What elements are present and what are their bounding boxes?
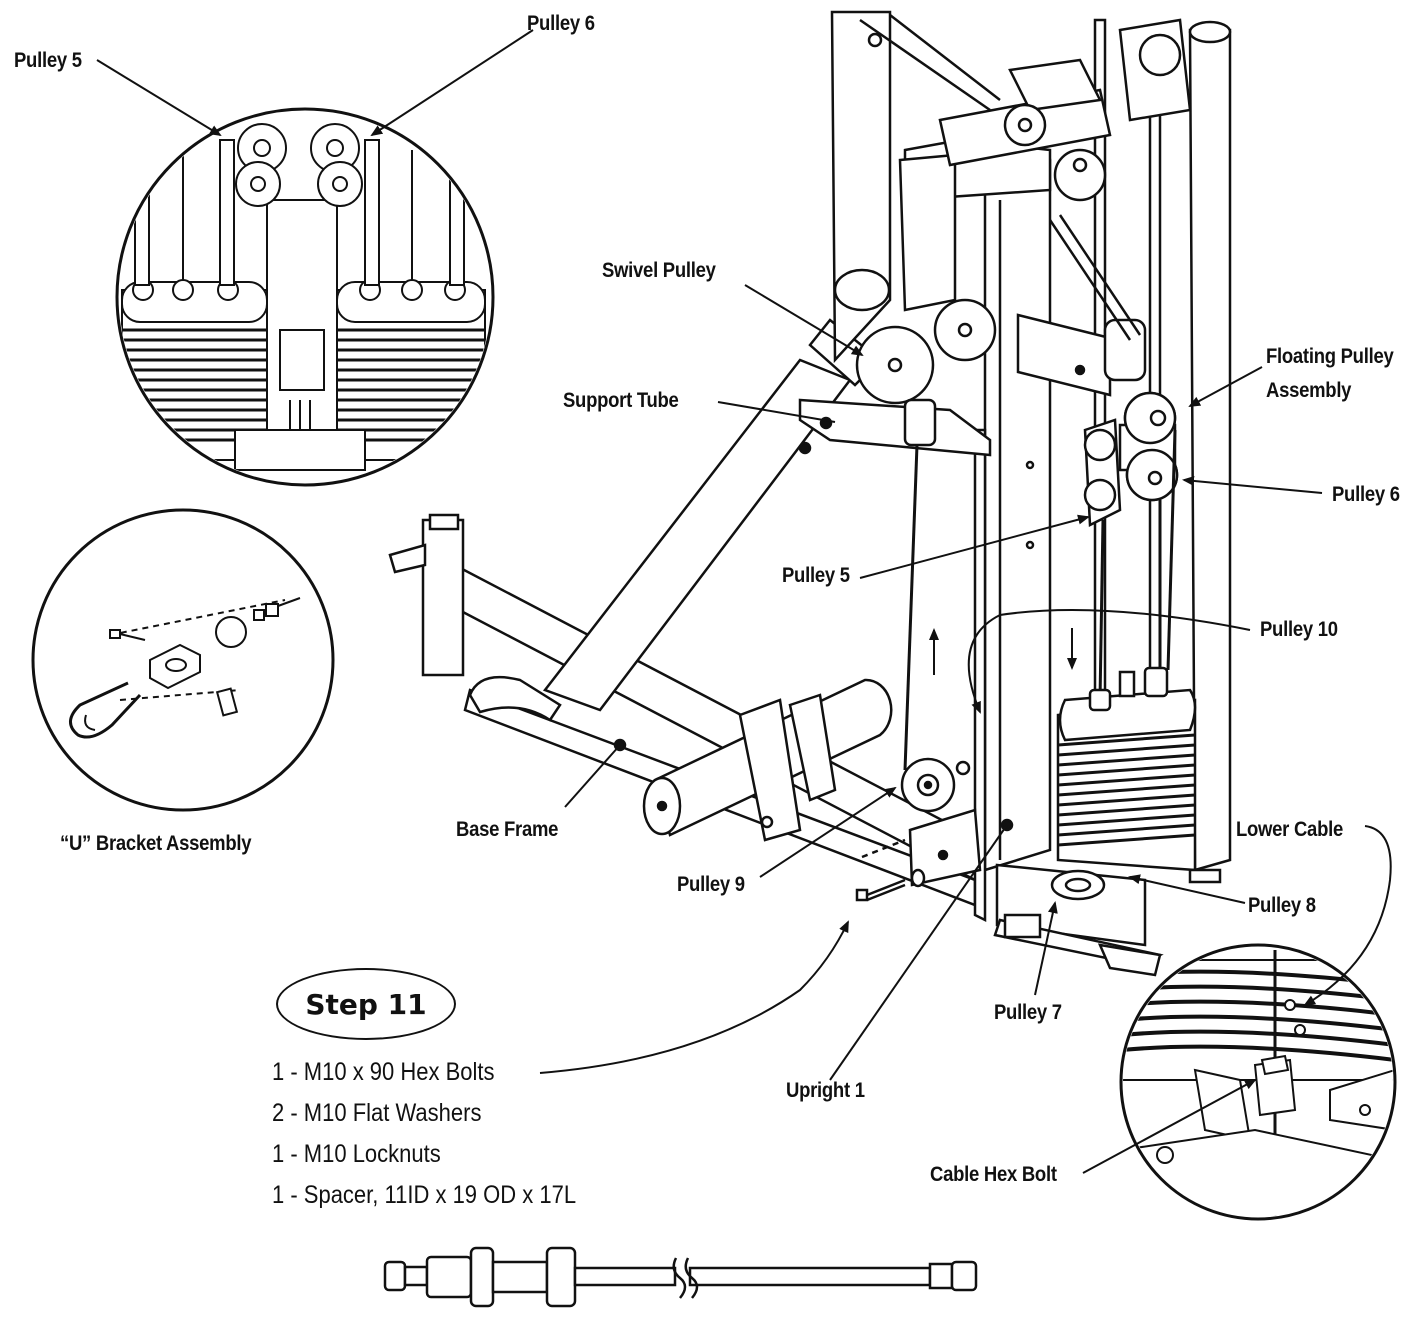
step-badge: Step 11 [276, 968, 456, 1040]
floating-pulley-assembly [1118, 391, 1179, 502]
label-pulley-6-right: Pulley 6 [1332, 483, 1400, 506]
top-head-assembly [859, 14, 1192, 312]
parts-list-item: 1 - M10 x 90 Hex Bolts [272, 1058, 495, 1086]
label-pulley-10: Pulley 10 [1260, 618, 1338, 641]
weight-stack-detail-circle [115, 107, 495, 487]
label-cable-hex-bolt: Cable Hex Bolt [930, 1163, 1057, 1186]
label-pulley-7: Pulley 7 [994, 1001, 1062, 1024]
parts-list-item: 1 - M10 Locknuts [272, 1140, 441, 1168]
parts-list-item: 2 - M10 Flat Washers [272, 1099, 482, 1127]
label-u-bracket-assembly: “U” Bracket Assembly [60, 832, 252, 855]
pulley-6-detail [310, 123, 363, 207]
upright-1 [973, 158, 1052, 923]
step-title: Step 11 [305, 987, 427, 1021]
label-floating-pulley-line2: Assembly [1266, 379, 1352, 402]
left-weight-stack [121, 139, 268, 461]
weight-stack-main [1056, 666, 1197, 872]
label-floating-pulley-line1: Floating Pulley [1266, 345, 1394, 368]
cable-hex-bolt-detail-circle [1119, 943, 1397, 1221]
foam-roller [642, 678, 893, 842]
ball-stop [215, 616, 247, 648]
hex-bolt-drawing [383, 1246, 978, 1308]
u-bracket-detail-circle [31, 508, 335, 812]
snap-hook [69, 681, 142, 739]
label-lower-cable: Lower Cable [1236, 818, 1343, 841]
pulley-5-main [1083, 418, 1122, 527]
label-base-frame: Base Frame [456, 818, 559, 841]
support-tube [542, 318, 882, 712]
label-pulley-6-top: Pulley 6 [527, 12, 595, 35]
label-pulley-5-top: Pulley 5 [14, 49, 82, 72]
parts-list: 1 - M10 x 90 Hex Bolts 2 - M10 Flat Wash… [272, 1052, 618, 1216]
label-pulley-8: Pulley 8 [1248, 894, 1316, 917]
hex-bolt-m10-x-90 [855, 868, 926, 902]
pulley-9 [900, 757, 971, 813]
label-pulley-9: Pulley 9 [677, 873, 745, 896]
swivel-pulley [798, 298, 997, 457]
label-pulley-5-mid: Pulley 5 [782, 564, 850, 587]
machine-main [388, 10, 1232, 977]
label-swivel-pulley: Swivel Pulley [602, 259, 716, 282]
lower-frame [993, 863, 1222, 977]
parts-list-item: 1 - Spacer, 11ID x 19 OD x 17L [272, 1181, 577, 1209]
floating-pulley-bracket [1016, 313, 1112, 397]
leader-lines [96, 29, 1392, 1174]
pulley-5-detail [235, 123, 287, 207]
label-support-tube: Support Tube [563, 389, 679, 412]
label-upright-1: Upright 1 [786, 1079, 865, 1102]
